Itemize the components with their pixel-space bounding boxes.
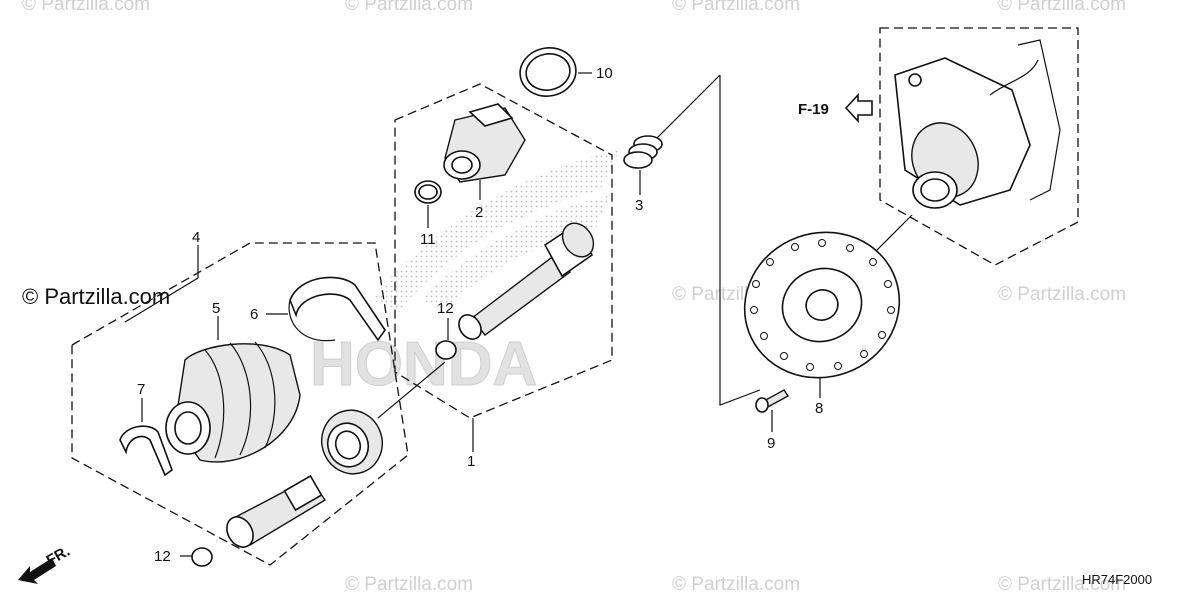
- arrow-outline-left-icon: [844, 92, 873, 124]
- watermark-top-2: © Partzilla.com: [345, 0, 474, 15]
- joint-yoke: [226, 474, 326, 548]
- callout-10: 10: [596, 65, 613, 82]
- callout-8: 8: [815, 400, 823, 417]
- watermark-main: © Partzilla.com: [22, 284, 171, 309]
- callout-4: 4: [192, 229, 200, 246]
- callout-9: 9: [767, 435, 775, 452]
- seal-assembly: [321, 409, 383, 475]
- connector-line-main: [377, 361, 446, 419]
- watermark-top-3: © Partzilla.com: [672, 0, 801, 15]
- callout-1: 1: [467, 453, 475, 470]
- watermark-top-4: © Partzilla.com: [998, 0, 1127, 15]
- front-direction-arrow-icon: [18, 558, 56, 584]
- connector-line-shaft: [719, 75, 761, 406]
- part-2-inner-boot: [443, 103, 526, 183]
- part-5-outer-boot: [165, 341, 301, 463]
- part-3-spring: [623, 135, 663, 169]
- part-12-circlip-lower: [191, 547, 213, 567]
- part-9-bolt: [755, 389, 790, 413]
- watermark-mid-2: © Partzilla.com: [998, 284, 1127, 305]
- callout-12-lower: 12: [154, 548, 171, 565]
- part-12-circlip-upper: [435, 340, 457, 360]
- connector-line-3: [654, 74, 721, 141]
- group-outline-4: [71, 242, 409, 566]
- knuckle-outline: [879, 27, 1079, 266]
- callout-12-upper: 12: [437, 300, 454, 317]
- watermark-top-1: © Partzilla.com: [22, 0, 151, 15]
- watermark-bottom-1: © Partzilla.com: [345, 574, 474, 595]
- callout-3: 3: [635, 197, 643, 214]
- watermark-bottom-3: © Partzilla.com: [998, 574, 1127, 595]
- front-direction-marker: FR.: [18, 543, 73, 584]
- reference-label: F-19: [798, 101, 829, 118]
- group-outline-1: [394, 83, 613, 419]
- callout-6: 6: [250, 306, 258, 323]
- part-8-brake-disc: [743, 231, 901, 379]
- connector-line-hub: [874, 214, 913, 253]
- part-10-o-ring: [519, 47, 577, 97]
- connector-line-4: [124, 245, 199, 323]
- callout-11: 11: [420, 231, 436, 248]
- callout-7: 7: [137, 381, 145, 398]
- brand-watermark-text: HONDA: [310, 330, 537, 399]
- brand-watermark: HONDA: [310, 150, 620, 400]
- part-6-boot-band: [288, 276, 386, 342]
- callout-5: 5: [212, 300, 220, 317]
- part-1-drive-shaft: [458, 222, 595, 340]
- part-7-boot-band: [119, 425, 173, 477]
- part-11-o-ring: [414, 180, 442, 204]
- watermark-bottom-2: © Partzilla.com: [672, 574, 801, 595]
- diagram-code: HR74F2000: [1082, 572, 1152, 587]
- callout-2: 2: [475, 204, 483, 221]
- knuckle-hub: [894, 39, 1061, 209]
